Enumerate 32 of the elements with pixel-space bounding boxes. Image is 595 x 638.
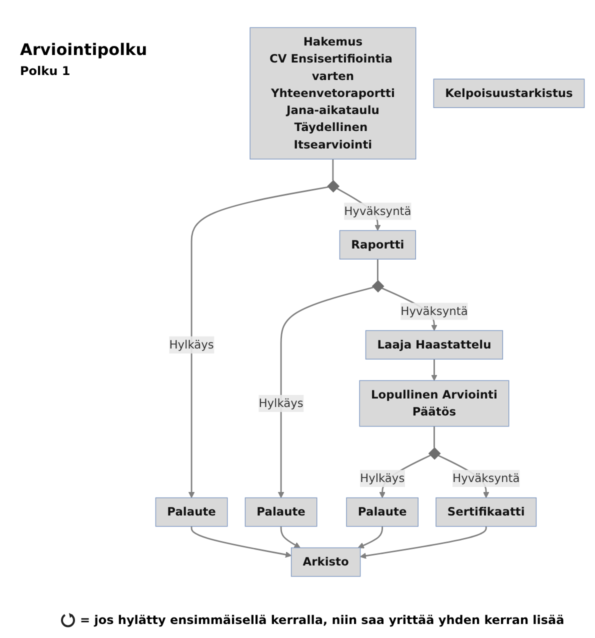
path-note: Polku 1	[20, 64, 70, 78]
edge-label: Hyväksyntä	[344, 204, 412, 218]
node-box: Sertifikaatti	[436, 497, 537, 527]
node-box: Lopullinen Arviointi Päätös	[359, 380, 510, 427]
edge-label: Hylkäys	[360, 471, 405, 485]
arrow	[431, 359, 438, 381]
edge-label: Hyväksyntä	[400, 304, 468, 318]
node-box: Laaja Haastattelu	[365, 330, 504, 360]
footnote: = jos hylätty ensimmäisellä kerralla, niin saa yrittää yhden kerran lisää	[80, 613, 564, 627]
arrow	[190, 526, 292, 558]
edge-label: Hylkäys	[258, 396, 304, 410]
connector	[434, 426, 435, 448]
edge-label: Hyväksyntä	[452, 471, 520, 485]
arrow	[358, 526, 384, 548]
arrow	[360, 526, 487, 559]
node-diamond	[327, 180, 340, 192]
node-box: Raportti	[339, 230, 416, 260]
node-diamond	[372, 280, 384, 292]
node-box: Palaute	[346, 497, 418, 527]
connector	[376, 259, 378, 281]
node-box: Kelpoisuustarkistus	[433, 78, 585, 108]
edge-label: Hylkäys	[169, 338, 214, 352]
arrow	[278, 286, 374, 498]
arrow	[280, 526, 300, 548]
diagram-title: Arviointipolku	[20, 40, 148, 59]
node-box: Palaute	[244, 497, 318, 527]
node-diamond	[428, 447, 441, 460]
node-box: Hakemus CV Ensisertifiointia varten Yhteenvetoraportti Jana-aikataulu Täydellinen Itsearviointi	[250, 27, 416, 160]
node-box: Palaute	[155, 497, 228, 527]
connector	[332, 159, 334, 181]
node-box: Arkisto	[290, 547, 361, 577]
arrow	[188, 186, 328, 498]
